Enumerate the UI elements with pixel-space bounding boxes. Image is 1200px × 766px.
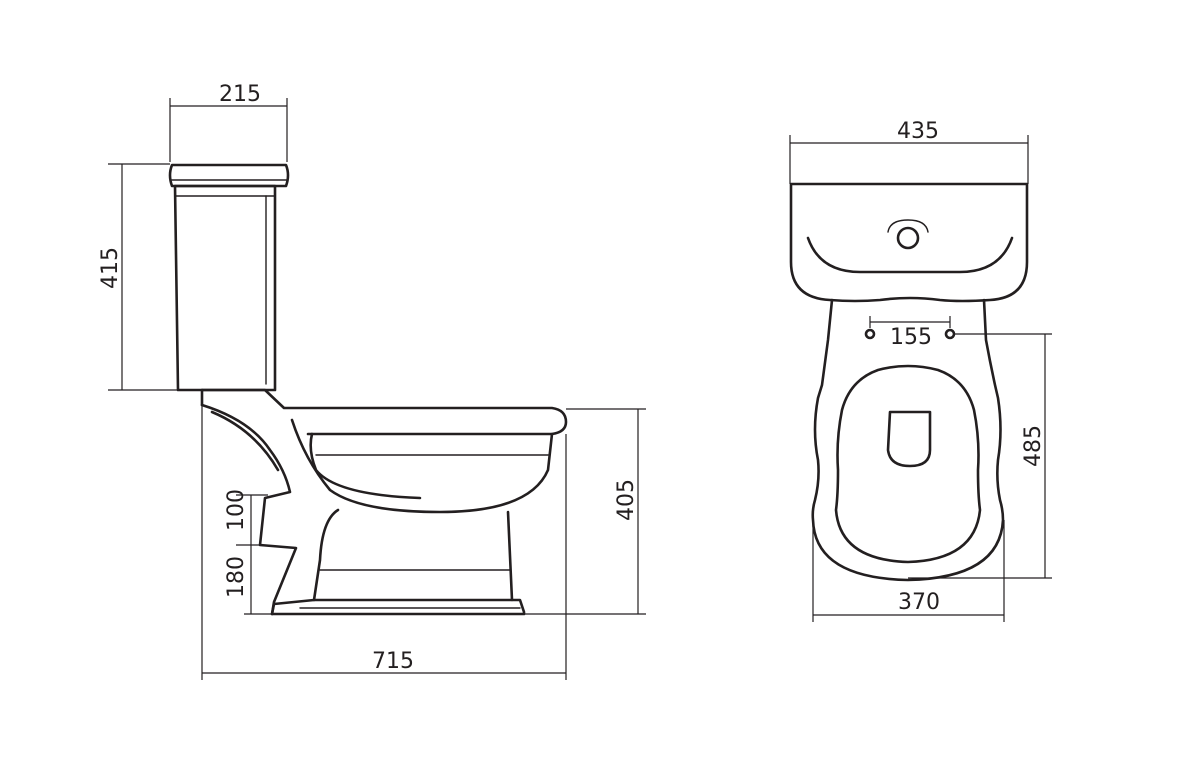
dim-label-tank-height: 415 [98, 247, 123, 289]
dim-label-fixing-centers: 155 [890, 325, 932, 350]
dim-label-pan-width: 370 [898, 590, 940, 615]
dim-label-pan-height: 405 [614, 479, 639, 521]
dim-label-pan-length: 485 [1021, 425, 1046, 467]
dim-label-overall-width: 435 [897, 119, 939, 144]
top-pan [811, 298, 1005, 582]
dim-pan-height: 405 [524, 408, 646, 615]
dim-label-outlet-height: 180 [224, 556, 249, 598]
dim-tank-height: 415 [98, 163, 200, 391]
dim-fixing-centers: 155 [869, 316, 951, 350]
dim-overall-length: 715 [201, 405, 567, 680]
dim-label-overall-length: 715 [372, 649, 414, 674]
dim-overall-width: 435 [789, 119, 1029, 184]
dim-label-outlet-center: 100 [224, 489, 249, 531]
dim-label-tank-depth: 215 [219, 82, 261, 107]
top-view: 435 155 485 370 [789, 119, 1052, 622]
side-cistern [168, 163, 290, 392]
side-pan [200, 388, 568, 616]
dim-pan-length: 485 [908, 333, 1052, 579]
side-view: 215 415 405 100 180 [98, 82, 646, 680]
dim-tank-depth: 215 [169, 82, 288, 162]
top-cistern [789, 182, 1029, 303]
dim-outlet: 100 180 [224, 489, 272, 615]
dim-pan-width: 370 [812, 520, 1005, 622]
